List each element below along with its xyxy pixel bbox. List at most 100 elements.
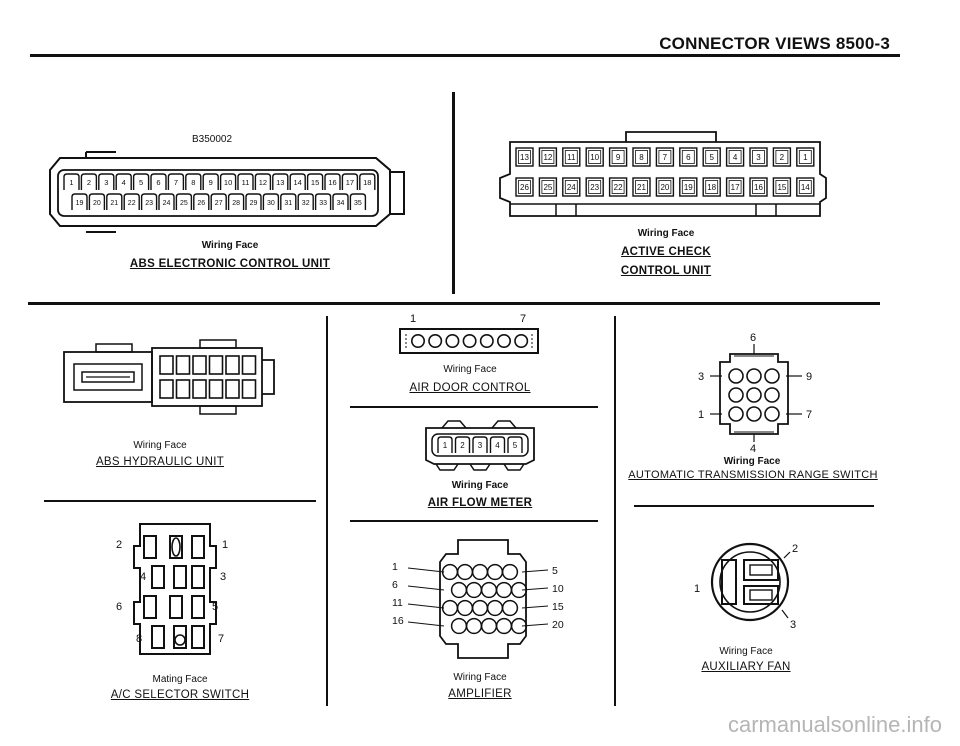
active-check-pin-17: 17	[725, 177, 745, 197]
ac-selector-title: A/C SELECTOR SWITCH	[110, 689, 250, 701]
active-check-caption: Wiring Face	[637, 228, 695, 239]
active-check-pin-21-label: 21	[637, 183, 646, 192]
abs-ecu-pin-23-label: 23	[145, 200, 153, 207]
abs-ecu-pin-9-label: 9	[209, 178, 213, 187]
hydraulic-pin	[175, 379, 191, 399]
abs-ecu-pin-22-label: 22	[128, 200, 136, 207]
active-check-pin-10: 10	[585, 147, 604, 167]
divider-top-vertical	[452, 92, 455, 294]
abs-ecu-pin-4: 4	[115, 173, 132, 190]
abs-ecu-pin-3-label: 3	[104, 178, 108, 187]
active-check-pin-10-label: 10	[590, 153, 599, 162]
ats-pin	[764, 387, 780, 403]
acs-pin	[191, 535, 205, 559]
abs-ecu-pin-35-label: 35	[354, 200, 362, 207]
active-check-pin-6-label: 6	[686, 153, 691, 162]
abs-ecu-pin-33: 33	[314, 193, 332, 210]
abs-ecu-pin-22: 22	[123, 193, 140, 210]
acs-label-2: 2	[116, 539, 122, 551]
active-check-pin-1: 1	[796, 147, 815, 167]
active-check-pin-12: 12	[538, 147, 558, 167]
ats-title: AUTOMATIC TRANSMISSION RANGE SWITCH	[628, 469, 878, 481]
air-flow-caption: Wiring Face	[451, 480, 509, 491]
abs-ecu-pin-21-label: 21	[110, 200, 118, 207]
amplifier-pin	[450, 617, 468, 635]
amplifier-label-1: 1	[392, 561, 398, 573]
ats-label-right-bottom: 7	[806, 409, 812, 421]
abs-ecu-pin-15: 15	[306, 173, 324, 190]
air-flow-pin-5: 5	[507, 436, 523, 453]
abs-ecu-pin-33-label: 33	[319, 200, 327, 207]
abs-ecu-pin-29-label: 29	[250, 200, 258, 207]
aux-fan-label-3: 3	[790, 619, 796, 631]
abs-ecu-pin-1-label: 1	[69, 178, 73, 187]
aux-fan-connector: 1 2 3	[694, 542, 798, 631]
amplifier-pin	[480, 617, 498, 635]
ats-pin	[728, 387, 744, 403]
abs-ecu-pin-26-label: 26	[197, 200, 205, 207]
active-check-pin-20-label: 20	[660, 183, 669, 192]
active-check-pin-25-label: 25	[543, 183, 552, 192]
abs-ecu-pin-5: 5	[132, 173, 150, 190]
active-check-pin-8-label: 8	[639, 153, 644, 162]
abs-ecu-pin-2: 2	[80, 173, 98, 190]
ats-pin	[728, 368, 744, 384]
abs-ecu-pin-28-label: 28	[232, 200, 240, 207]
abs-ecu-pin-11-label: 11	[242, 178, 250, 187]
abs-ecu-pin-3: 3	[98, 173, 115, 190]
hydraulic-pin	[225, 379, 240, 399]
abs-ecu-pin-14-label: 14	[294, 178, 302, 187]
air-door-pin	[497, 334, 512, 348]
active-check-pin-22: 22	[608, 177, 628, 197]
abs-ecu-pin-21: 21	[106, 193, 123, 210]
active-check-pin-14-label: 14	[801, 183, 810, 192]
active-check-pin-9-label: 9	[616, 153, 621, 162]
abs-ecu-pin-1: 1	[63, 173, 80, 190]
active-check-pin-13-label: 13	[520, 153, 529, 162]
abs-ecu-pin-19-label: 19	[76, 200, 84, 207]
air-flow-title: AIR FLOW METER	[427, 497, 533, 509]
abs-ecu-caption: Wiring Face	[201, 240, 259, 251]
abs-ecu-pin-16: 16	[324, 173, 341, 190]
abs-ecu-pin-17: 17	[341, 173, 359, 190]
active-check-pin-4: 4	[725, 147, 745, 167]
aux-fan-caption: Wiring Face	[719, 646, 773, 657]
amplifier-pin	[441, 599, 459, 617]
active-check-pin-15-label: 15	[777, 183, 786, 192]
amplifier-pin	[456, 599, 474, 617]
active-check-pin-7: 7	[655, 147, 675, 167]
ac-selector-connector: 2 1 4 3 6 5 8 7	[116, 523, 228, 655]
air-door-pin	[479, 334, 494, 348]
active-check-pin-4-label: 4	[733, 153, 738, 162]
abs-ecu-pin-25-label: 25	[180, 200, 188, 207]
divider-left-mid	[44, 500, 316, 502]
active-check-pin-19-label: 19	[684, 183, 693, 192]
abs-ecu-pin-11: 11	[237, 173, 254, 190]
active-check-pin-22-label: 22	[614, 183, 623, 192]
ac-selector-caption: Mating Face	[152, 674, 208, 685]
active-check-pin-11: 11	[562, 147, 581, 167]
abs-ecu-pin-10: 10	[219, 173, 237, 190]
amplifier-pin	[480, 581, 498, 599]
abs-ecu-pin-18: 18	[359, 173, 376, 190]
abs-ecu-pin-6-label: 6	[156, 178, 160, 187]
active-check-pin-19: 19	[679, 177, 698, 197]
ats-label-bottom: 4	[750, 443, 756, 454]
abs-ecu-pin-6: 6	[150, 173, 167, 190]
acs-label-1: 1	[222, 539, 228, 551]
abs-ecu-pin-32: 32	[297, 193, 314, 210]
hydraulic-pin	[208, 355, 224, 375]
watermark: carmanualsonline.info	[727, 712, 942, 737]
active-check-pin-25: 25	[538, 177, 558, 197]
ats-label-right-top: 9	[806, 371, 812, 383]
amplifier-pin	[495, 617, 513, 635]
abs-ecu-pin-7-label: 7	[174, 178, 178, 187]
active-check-pin-23-label: 23	[590, 183, 599, 192]
hydraulic-pin	[192, 379, 207, 399]
active-check-pin-26-label: 26	[520, 183, 529, 192]
active-check-pin-16-label: 16	[754, 183, 763, 192]
air-flow-pin-3: 3	[472, 436, 488, 453]
